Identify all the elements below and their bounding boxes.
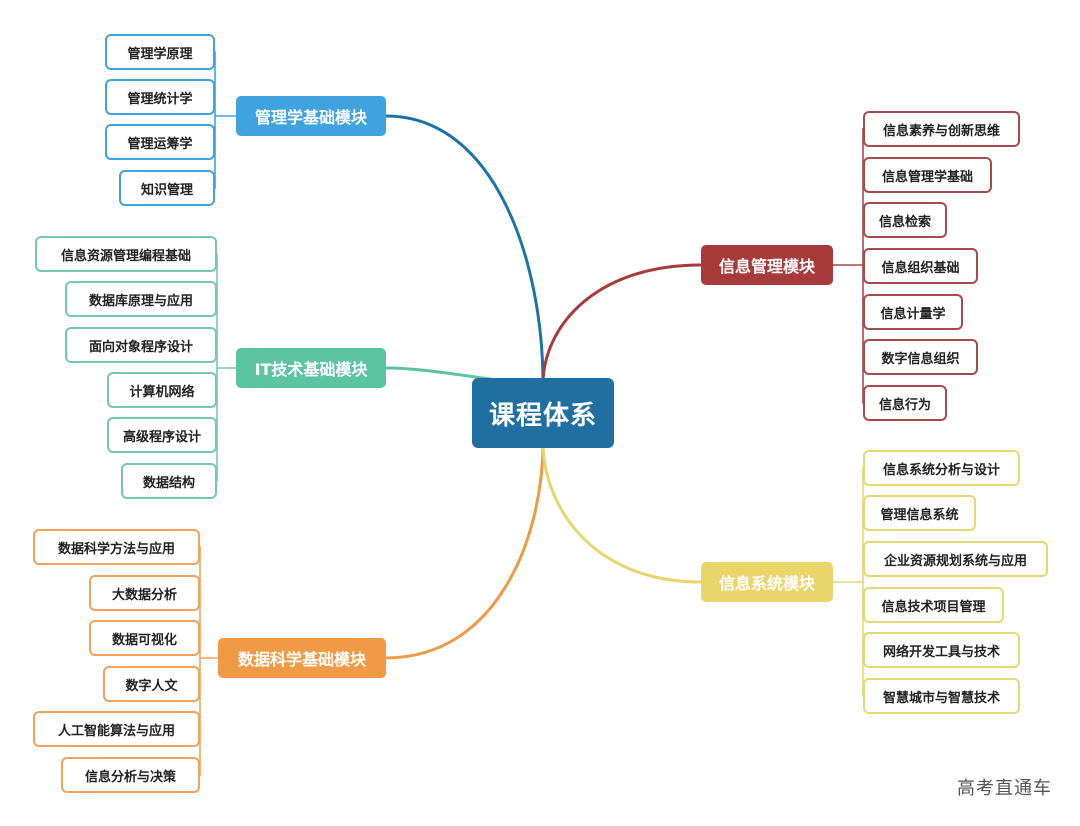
leaf-datasci-2[interactable]: 数据可视化 (89, 620, 200, 656)
leaf-infosys-2[interactable]: 企业资源规划系统与应用 (863, 541, 1048, 577)
leaf-infosys-3[interactable]: 信息技术项目管理 (863, 587, 1004, 623)
leaf-management-2[interactable]: 管理运筹学 (105, 124, 215, 160)
root-node[interactable]: 课程体系 (472, 378, 614, 448)
leaf-it-3[interactable]: 计算机网络 (107, 372, 217, 408)
leaf-datasci-5[interactable]: 信息分析与决策 (61, 757, 200, 793)
root-link-management (384, 114, 545, 386)
module-infosys[interactable]: 信息系统模块 (701, 562, 833, 602)
leaf-infomgmt-2[interactable]: 信息检索 (863, 202, 947, 238)
leaf-infomgmt-0[interactable]: 信息素养与创新思维 (863, 111, 1020, 147)
module-datasci[interactable]: 数据科学基础模块 (218, 638, 386, 678)
watermark: 高考直通车 (957, 778, 1052, 799)
leaf-datasci-1[interactable]: 大数据分析 (89, 575, 200, 611)
module-management[interactable]: 管理学基础模块 (236, 96, 386, 136)
root-link-infomgmt (541, 263, 703, 386)
leaf-it-2[interactable]: 面向对象程序设计 (65, 327, 217, 363)
leaf-datasci-3[interactable]: 数字人文 (103, 666, 200, 702)
leaf-infomgmt-5[interactable]: 数字信息组织 (863, 339, 978, 375)
leaf-management-1[interactable]: 管理统计学 (105, 79, 215, 115)
leaf-infomgmt-3[interactable]: 信息组织基础 (863, 248, 978, 284)
leaf-management-3[interactable]: 知识管理 (119, 170, 215, 206)
leaf-infosys-5[interactable]: 智慧城市与智慧技术 (863, 678, 1020, 714)
module-it[interactable]: IT技术基础模块 (236, 348, 386, 388)
leaf-infosys-0[interactable]: 信息系统分析与设计 (863, 450, 1020, 486)
leaf-it-5[interactable]: 数据结构 (121, 463, 217, 499)
root-link-datasci (384, 440, 545, 660)
root-link-infosys (541, 440, 703, 584)
leaf-datasci-0[interactable]: 数据科学方法与应用 (33, 529, 200, 565)
leaf-management-0[interactable]: 管理学原理 (105, 34, 215, 70)
leaf-infosys-1[interactable]: 管理信息系统 (863, 495, 976, 531)
leaf-datasci-4[interactable]: 人工智能算法与应用 (33, 711, 200, 747)
leaf-infomgmt-4[interactable]: 信息计量学 (863, 294, 963, 330)
leaf-infosys-4[interactable]: 网络开发工具与技术 (863, 632, 1020, 668)
leaf-it-1[interactable]: 数据库原理与应用 (65, 281, 217, 317)
module-infomgmt[interactable]: 信息管理模块 (701, 245, 833, 285)
leaf-it-4[interactable]: 高级程序设计 (107, 417, 217, 453)
leaf-infomgmt-1[interactable]: 信息管理学基础 (863, 157, 992, 193)
leaf-infomgmt-6[interactable]: 信息行为 (863, 385, 947, 421)
leaf-it-0[interactable]: 信息资源管理编程基础 (35, 236, 217, 272)
